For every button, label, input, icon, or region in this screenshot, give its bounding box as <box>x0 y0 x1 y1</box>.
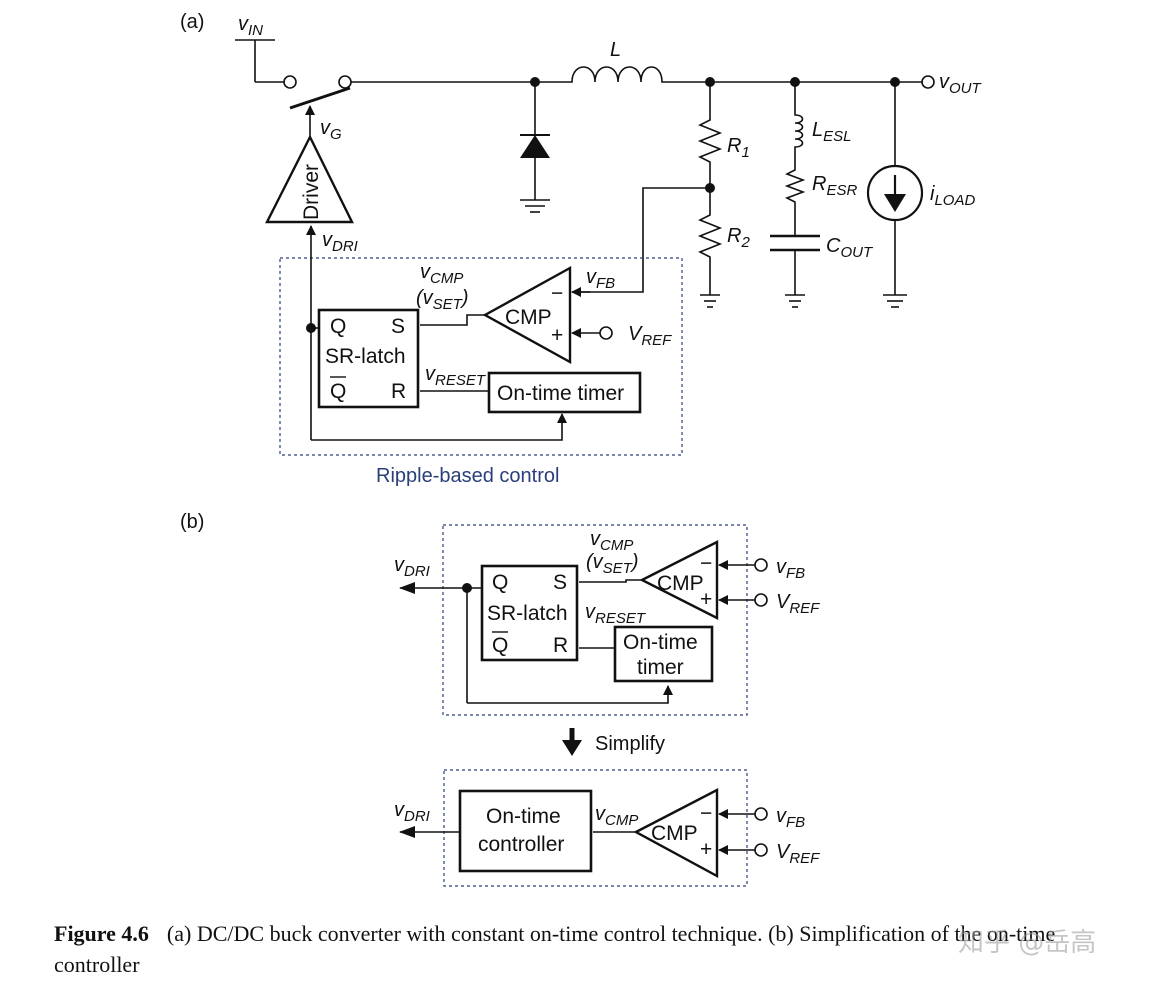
sr-latch-a: Q S SR-latch Q R <box>306 225 567 441</box>
driver-buffer: Driver vDRI <box>265 105 358 255</box>
load-current-source: iLOAD <box>866 82 975 308</box>
svg-text:controller: controller <box>478 833 564 856</box>
simplified-region <box>443 769 748 887</box>
svg-text:R: R <box>391 380 406 403</box>
driver-label: Driver <box>300 164 323 220</box>
cmp-a-minus: − <box>551 282 563 305</box>
r2-label: R2 <box>727 225 750 251</box>
power-switch: vG <box>289 75 535 143</box>
inductor-label: L <box>610 39 621 61</box>
svg-text:S: S <box>553 571 567 594</box>
vin-label: vIN <box>238 13 263 39</box>
vfb-b-label: vFB <box>776 556 805 582</box>
svg-text:SR-latch: SR-latch <box>325 345 406 368</box>
vcmp2-label: vCMP <box>595 803 638 829</box>
vset-b-label: (vSET) <box>586 551 639 577</box>
svg-text:CMP: CMP <box>651 822 698 845</box>
lesl-label: LESL <box>812 119 851 145</box>
simplify-arrow: Simplify <box>562 728 665 756</box>
figure-number: Figure 4.6 <box>54 921 149 946</box>
figure-caption: Figure 4.6(a) DC/DC buck converter with … <box>54 918 1134 980</box>
caption-text: (a) DC/DC buck converter with constant o… <box>54 921 1056 977</box>
vreset-a-label: vRESET <box>425 363 487 389</box>
freewheel-diode <box>520 77 550 213</box>
svg-text:On-time: On-time <box>623 631 698 654</box>
vset-a-label: (vSET) <box>416 287 469 313</box>
watermark: 知乎 @岳高 <box>958 928 1097 958</box>
svg-text:+: + <box>700 838 712 861</box>
svg-text:+: + <box>700 588 712 611</box>
svg-text:CMP: CMP <box>657 572 704 595</box>
inductor-l: L <box>535 39 895 83</box>
svg-text:On-time: On-time <box>486 805 561 828</box>
vreset-b-label: vRESET <box>585 601 647 627</box>
svg-text:Q: Q <box>330 380 346 403</box>
svg-text:SR-latch: SR-latch <box>487 602 568 625</box>
svg-text:Q: Q <box>492 571 508 594</box>
svg-text:timer: timer <box>637 656 684 679</box>
vref2-label: VREF <box>776 841 820 867</box>
panel-b-region <box>442 524 748 716</box>
vin-terminal: vIN <box>235 13 297 89</box>
cmp-a-label: CMP <box>505 306 552 329</box>
vfb2-label: vFB <box>776 805 805 831</box>
vout-label: vOUT <box>939 71 983 97</box>
svg-text:S: S <box>391 315 405 338</box>
svg-text:Q: Q <box>330 315 346 338</box>
vg-label: vG <box>320 117 342 143</box>
svg-text:−: − <box>700 802 712 825</box>
iload-label: iLOAD <box>930 183 975 209</box>
comparator-a: CMP − + VREF vFB vCMP (vSET) <box>416 261 672 365</box>
on-time-controller: On-time controller vDRI <box>394 789 593 873</box>
feedback-divider: R1 R2 <box>572 82 750 308</box>
ripple-control-region <box>279 257 683 456</box>
vdri-b-label: vDRI <box>394 554 430 580</box>
vout-terminal: vOUT <box>705 71 983 97</box>
panel-a-label: (a) <box>180 11 204 33</box>
vdri-output-b: vDRI <box>394 554 673 704</box>
vref-b-label: VREF <box>776 591 820 617</box>
output-capacitor: LESL RESR COUT <box>770 82 874 308</box>
panel-b-label: (b) <box>180 511 204 533</box>
cmp-a-plus: + <box>551 324 563 347</box>
sr-latch-b: Q S SR-latch Q R <box>480 564 579 662</box>
svg-text:Q: Q <box>492 634 508 657</box>
svg-text:Simplify: Simplify <box>595 733 665 755</box>
ripple-control-label: Ripple-based control <box>376 465 559 487</box>
on-time-timer-b: On-time timer vRESET <box>579 601 714 683</box>
r1-label: R1 <box>727 135 750 161</box>
vref-a-label: VREF <box>628 323 672 349</box>
cout-label: COUT <box>826 235 874 261</box>
vdri-label: vDRI <box>322 229 358 255</box>
comparator-simplified: CMP − + vCMP vFB VREF <box>593 788 820 879</box>
comparator-b: CMP − + vCMP (vSET) vFB VREF <box>579 528 820 620</box>
resr-label: RESR <box>812 173 857 199</box>
vcmp-b-label: vCMP <box>590 528 633 554</box>
vdri2-label: vDRI <box>394 799 430 825</box>
vcmp-a-label: vCMP <box>420 261 463 287</box>
svg-text:R: R <box>553 634 568 657</box>
on-time-timer-a: On-time timer vRESET <box>420 363 642 414</box>
vfb-a-label: vFB <box>586 266 615 292</box>
svg-text:−: − <box>700 552 712 575</box>
svg-text:On-time timer: On-time timer <box>497 382 624 405</box>
